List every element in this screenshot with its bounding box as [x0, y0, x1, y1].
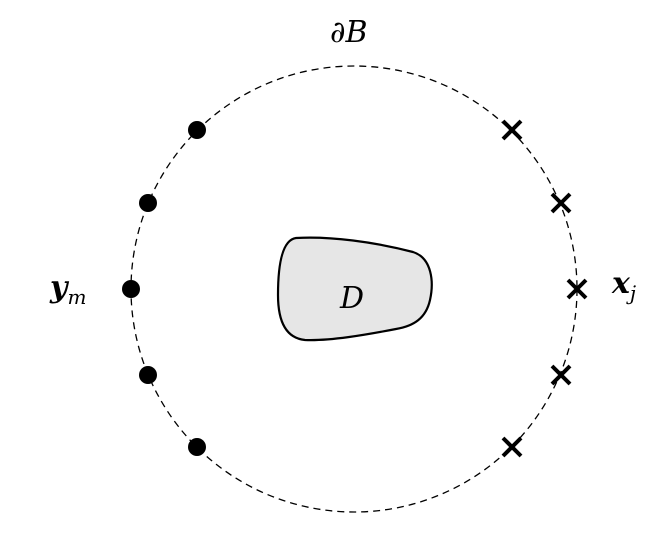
source-markers	[501, 119, 588, 458]
receiver-dot	[139, 194, 157, 212]
source-cross	[550, 364, 572, 386]
source-cross	[566, 278, 588, 300]
boundary-label-partial: ∂	[330, 15, 346, 50]
source-label-letter: x	[611, 266, 631, 301]
receiver-label: ym	[49, 270, 86, 309]
receiver-label-subscript: m	[67, 285, 86, 309]
receiver-dot	[122, 280, 140, 298]
receiver-markers	[122, 121, 206, 456]
boundary-label-letter: B	[345, 15, 368, 50]
receiver-dot	[188, 121, 206, 139]
obstacle-label: D	[339, 281, 364, 316]
source-cross	[501, 119, 523, 141]
receiver-dot	[188, 438, 206, 456]
source-label: xj	[611, 266, 636, 305]
receiver-dot	[139, 366, 157, 384]
boundary-label: ∂B	[330, 15, 368, 50]
source-cross	[501, 436, 523, 458]
source-label-subscript: j	[626, 281, 636, 305]
receiver-label-letter: y	[49, 270, 70, 305]
source-cross	[550, 192, 572, 214]
obstacle-shape	[276, 236, 433, 342]
